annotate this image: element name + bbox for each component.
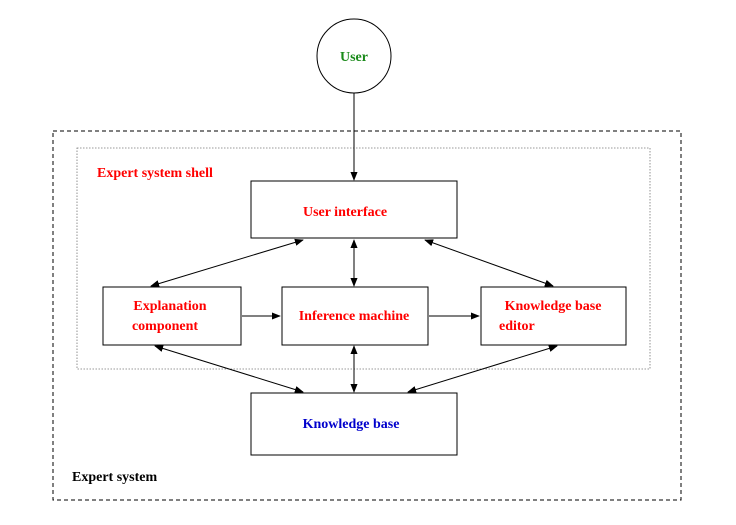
user-interface-label: User interface — [303, 205, 387, 220]
user-label: User — [340, 50, 368, 65]
explanation-label-line1: Explanation — [133, 299, 206, 314]
arrow-kb-editor-kb — [407, 344, 558, 394]
expert-system-shell-label: Expert system shell — [97, 166, 213, 181]
arrow-ui-kb-editor — [424, 239, 554, 287]
user-interface-box — [250, 180, 458, 239]
kb-editor-label-line1: Knowledge base — [505, 299, 602, 314]
inference-machine-box — [281, 286, 429, 346]
inference-machine-label: Inference machine — [299, 309, 410, 324]
explanation-label-line2: component — [132, 319, 198, 334]
knowledge-base-box — [250, 392, 458, 456]
explanation-component-box — [102, 286, 242, 346]
arrow-ui-explanation — [150, 238, 304, 288]
expert-system-shell-boundary — [76, 147, 651, 370]
expert-system-label: Expert system — [72, 470, 157, 485]
knowledge-base-editor-box — [480, 286, 627, 346]
arrow-explanation-kb — [154, 344, 304, 394]
knowledge-base-label: Knowledge base — [303, 417, 400, 432]
kb-editor-label-line2: editor — [499, 319, 535, 334]
expert-system-boundary — [52, 130, 682, 501]
